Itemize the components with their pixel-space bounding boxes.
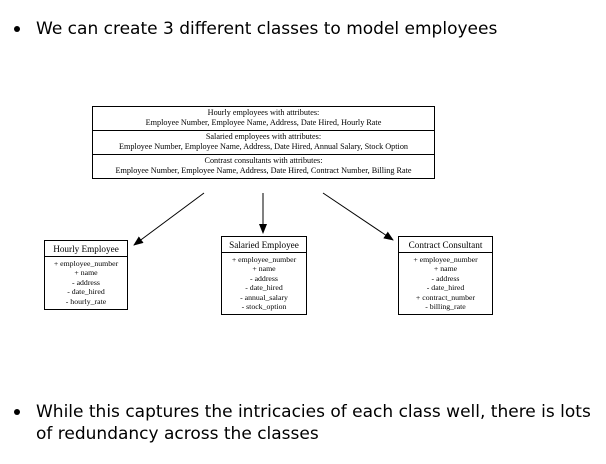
arrow-to-hourly	[133, 192, 205, 246]
class-attributes-contract: + employee_number + name - address - dat…	[399, 253, 492, 314]
bullet-bottom: While this captures the intricacies of e…	[14, 401, 594, 445]
bullet-top: We can create 3 different classes to mod…	[14, 18, 594, 40]
summary-salaried: Salaried employees with attributes: Empl…	[93, 130, 434, 154]
attribute-item: + employee_number	[413, 255, 478, 264]
class-attributes-hourly: + employee_number + name - address - dat…	[45, 257, 127, 309]
summary-salaried-detail: Employee Number, Employee Name, Address,…	[118, 142, 409, 151]
summary-box: Hourly employees with attributes: Employ…	[92, 106, 435, 179]
attribute-item: - hourly_rate	[65, 296, 107, 306]
attribute-item: - stock_option	[241, 302, 287, 312]
attribute-item: - address	[72, 277, 100, 287]
attribute-item: - address	[250, 273, 278, 283]
summary-contract-title: Contrast consultants with attributes:	[204, 156, 323, 165]
attribute-item: + name	[74, 268, 98, 278]
bullet-dot	[14, 26, 20, 32]
summary-salaried-title: Salaried employees with attributes:	[205, 132, 322, 141]
attribute-item: - date_hired	[245, 283, 283, 293]
bullet-bottom-text: While this captures the intricacies of e…	[36, 402, 591, 444]
attribute-item: + name	[433, 264, 458, 274]
bullet-dot	[14, 409, 20, 415]
class-box-hourly-employee: Hourly Employee + employee_number + name…	[44, 240, 128, 311]
class-name-contract: Contract Consultant	[399, 237, 492, 253]
class-name-hourly: Hourly Employee	[45, 241, 127, 257]
attribute-item: + name	[252, 264, 276, 274]
class-attributes-salaried: + employee_number + name - address - dat…	[222, 253, 306, 314]
summary-contract-detail: Employee Number, Employee Name, Address,…	[115, 166, 412, 175]
class-name-salaried: Salaried Employee	[222, 237, 306, 253]
summary-hourly-detail: Employee Number, Employee Name, Address,…	[145, 118, 382, 127]
summary-hourly-title: Hourly employees with attributes:	[207, 108, 320, 117]
attribute-item: + employee_number	[53, 259, 119, 268]
summary-hourly: Hourly employees with attributes: Employ…	[93, 107, 434, 130]
attribute-item: - annual_salary	[240, 292, 288, 302]
arrow-to-contract	[322, 192, 394, 241]
attribute-item: - address	[431, 273, 460, 283]
attribute-item: + employee_number	[231, 255, 297, 264]
attribute-item: - billing_rate	[425, 302, 466, 312]
bullet-top-text: We can create 3 different classes to mod…	[36, 19, 498, 39]
class-box-salaried-employee: Salaried Employee + employee_number + na…	[221, 236, 307, 316]
class-box-contract-consultant: Contract Consultant + employee_number + …	[398, 236, 493, 316]
summary-contract: Contrast consultants with attributes: Em…	[93, 154, 434, 178]
attribute-item: - date_hired	[67, 287, 105, 297]
attribute-item: - date_hired	[426, 283, 465, 293]
attribute-item: + contract_number	[415, 292, 476, 302]
